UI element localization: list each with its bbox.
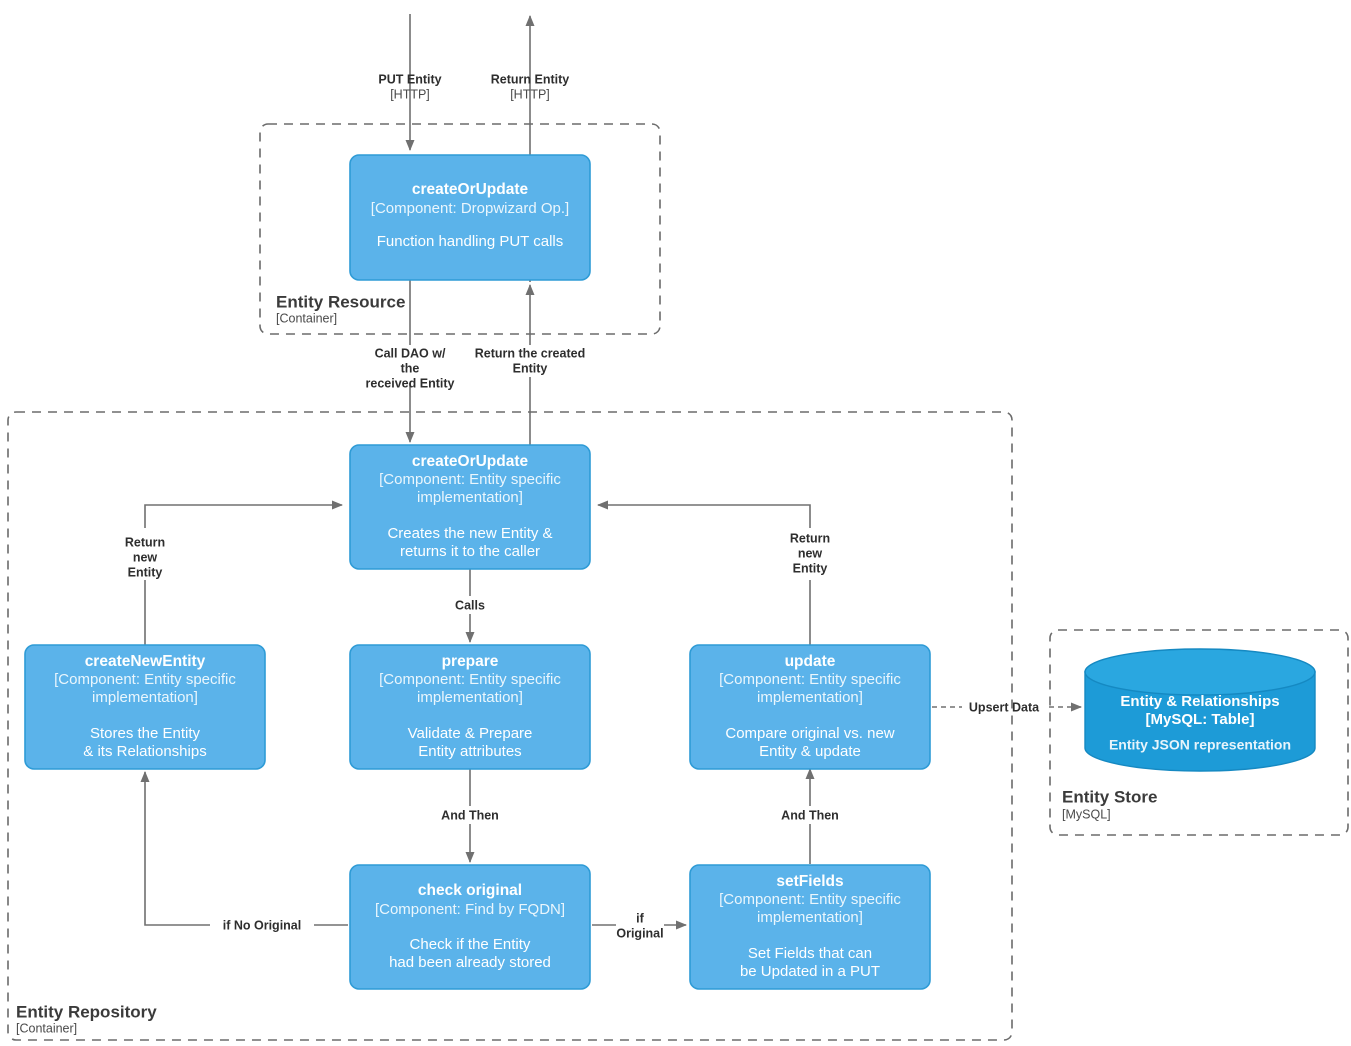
- component-tech-set-fields-2: implementation]: [757, 909, 863, 926]
- edge-label-return-new-left-2: new: [133, 550, 158, 564]
- edge-if-original: if Original: [592, 908, 687, 942]
- edge-label-return-entity: Return Entity: [491, 72, 570, 86]
- component-tech-set-fields-1: [Component: Entity specific: [719, 891, 901, 908]
- component-desc-resource-create-or-update: Function handling PUT calls: [377, 233, 564, 250]
- component-resource-create-or-update[interactable]: createOrUpdate [Component: Dropwizard Op…: [349, 154, 591, 281]
- edge-label-call-dao-3: received Entity: [366, 376, 455, 390]
- boundary-entity-resource: Entity Resource [Container]: [259, 123, 661, 335]
- component-title-repo-create-or-update: createOrUpdate: [412, 453, 529, 470]
- component-tech-create-new-entity-2: implementation]: [92, 689, 198, 706]
- component-tech-prepare-1: [Component: Entity specific: [379, 671, 561, 688]
- component-tech-check-original: [Component: Find by FQDN]: [375, 901, 565, 918]
- edge-label-return-new-right-2: new: [798, 546, 823, 560]
- component-desc-set-fields-1: Set Fields that can: [748, 945, 872, 962]
- edge-return-entity: Return Entity [HTTP]: [491, 15, 570, 282]
- edge-label-if-original-1: if: [636, 911, 644, 925]
- edge-label-return-entity-tech: [HTTP]: [510, 87, 550, 101]
- edge-call-dao: Call DAO w/ the received Entity: [358, 280, 464, 443]
- component-tech-resource-create-or-update: [Component: Dropwizard Op.]: [371, 200, 569, 217]
- component-desc-set-fields-2: be Updated in a PUT: [740, 963, 880, 980]
- edge-calls: Calls: [443, 569, 497, 643]
- database-description: Entity JSON representation: [1109, 737, 1291, 753]
- edge-label-call-dao-1: Call DAO w/: [375, 346, 446, 360]
- component-tech-prepare-2: implementation]: [417, 689, 523, 706]
- component-desc-prepare-2: Entity attributes: [418, 743, 521, 760]
- edge-label-upsert-data: Upsert Data: [969, 700, 1040, 714]
- component-title-resource-create-or-update: createOrUpdate: [412, 181, 529, 198]
- component-update[interactable]: update [Component: Entity specific imple…: [689, 644, 931, 770]
- edge-label-return-new-left-1: Return: [125, 535, 165, 549]
- boundary-entity-repository: Entity Repository [Container]: [7, 411, 1013, 1041]
- edge-and-then-left: And Then: [436, 766, 506, 863]
- component-tech-update-2: implementation]: [757, 689, 863, 706]
- edge-return-new-entity-left: Return new Entity: [110, 500, 343, 645]
- edge-label-if-no-original: if No Original: [223, 918, 301, 932]
- boundary-entity-store: Entity Store [MySQL]: [1049, 629, 1349, 836]
- boundary-subtitle-entity-resource: [Container]: [276, 311, 337, 325]
- boundary-subtitle-entity-store: [MySQL]: [1062, 807, 1111, 821]
- component-desc-create-new-entity-2: & its Relationships: [83, 743, 206, 760]
- edge-label-return-new-left-3: Entity: [128, 565, 163, 579]
- component-title-update: update: [785, 653, 836, 670]
- component-desc-update-1: Compare original vs. new: [725, 725, 894, 742]
- edge-label-put-entity-tech: [HTTP]: [390, 87, 430, 101]
- component-create-new-entity[interactable]: createNewEntity [Component: Entity speci…: [24, 644, 266, 770]
- component-tech-create-new-entity-1: [Component: Entity specific: [54, 671, 236, 688]
- component-tech-repo-create-or-update-1: [Component: Entity specific: [379, 471, 561, 488]
- boundary-title-entity-resource: Entity Resource: [276, 292, 405, 311]
- edge-label-calls: Calls: [455, 598, 485, 612]
- boundary-subtitle-entity-repository: [Container]: [16, 1021, 77, 1035]
- database-title-line-1: Entity & Relationships: [1120, 693, 1279, 710]
- database-title-line-2: [MySQL: Table]: [1146, 711, 1255, 728]
- edge-upsert-data: Upsert Data: [932, 698, 1082, 716]
- edge-put-entity: PUT Entity [HTTP]: [378, 14, 442, 151]
- component-title-create-new-entity: createNewEntity: [85, 653, 206, 670]
- edge-label-put-entity: PUT Entity: [378, 72, 441, 86]
- component-desc-update-2: Entity & update: [759, 743, 861, 760]
- component-title-set-fields: setFields: [776, 873, 843, 890]
- edge-and-then-right: And Then: [776, 768, 846, 864]
- component-set-fields[interactable]: setFields [Component: Entity specific im…: [689, 864, 931, 990]
- edge-label-return-created-2: Entity: [513, 361, 548, 375]
- edge-label-call-dao-2: the: [401, 361, 420, 375]
- edge-return-created-entity: Return the created Entity: [468, 284, 594, 445]
- component-desc-repo-create-or-update-2: returns it to the caller: [400, 543, 540, 560]
- boundary-title-entity-store: Entity Store: [1062, 787, 1157, 806]
- component-desc-create-new-entity-1: Stores the Entity: [90, 725, 201, 742]
- component-title-check-original: check original: [418, 882, 522, 899]
- component-title-prepare: prepare: [442, 653, 499, 670]
- component-check-original[interactable]: check original [Component: Find by FQDN]…: [349, 864, 591, 990]
- component-desc-check-original-1: Check if the Entity: [410, 936, 531, 953]
- edge-return-new-entity-right: Return new Entity: [597, 500, 846, 645]
- database-entity-relationships-table[interactable]: Entity & Relationships [MySQL: Table] En…: [1084, 648, 1316, 772]
- component-desc-repo-create-or-update-1: Creates the new Entity &: [387, 525, 552, 542]
- component-desc-check-original-2: had been already stored: [389, 954, 551, 971]
- edge-label-and-then-left: And Then: [441, 808, 499, 822]
- edge-label-return-new-right-1: Return: [790, 531, 830, 545]
- component-tech-update-1: [Component: Entity specific: [719, 671, 901, 688]
- component-desc-prepare-1: Validate & Prepare: [408, 725, 533, 742]
- component-repo-create-or-update[interactable]: createOrUpdate [Component: Entity specif…: [349, 444, 591, 570]
- edge-label-return-new-right-3: Entity: [793, 561, 828, 575]
- edge-if-no-original: if No Original: [140, 771, 348, 934]
- edge-label-return-created-1: Return the created: [475, 346, 585, 360]
- edge-label-and-then-right: And Then: [781, 808, 839, 822]
- edge-label-if-original-2: Original: [616, 926, 663, 940]
- component-prepare[interactable]: prepare [Component: Entity specific impl…: [349, 644, 591, 770]
- component-tech-repo-create-or-update-2: implementation]: [417, 489, 523, 506]
- boundary-title-entity-repository: Entity Repository: [16, 1002, 157, 1021]
